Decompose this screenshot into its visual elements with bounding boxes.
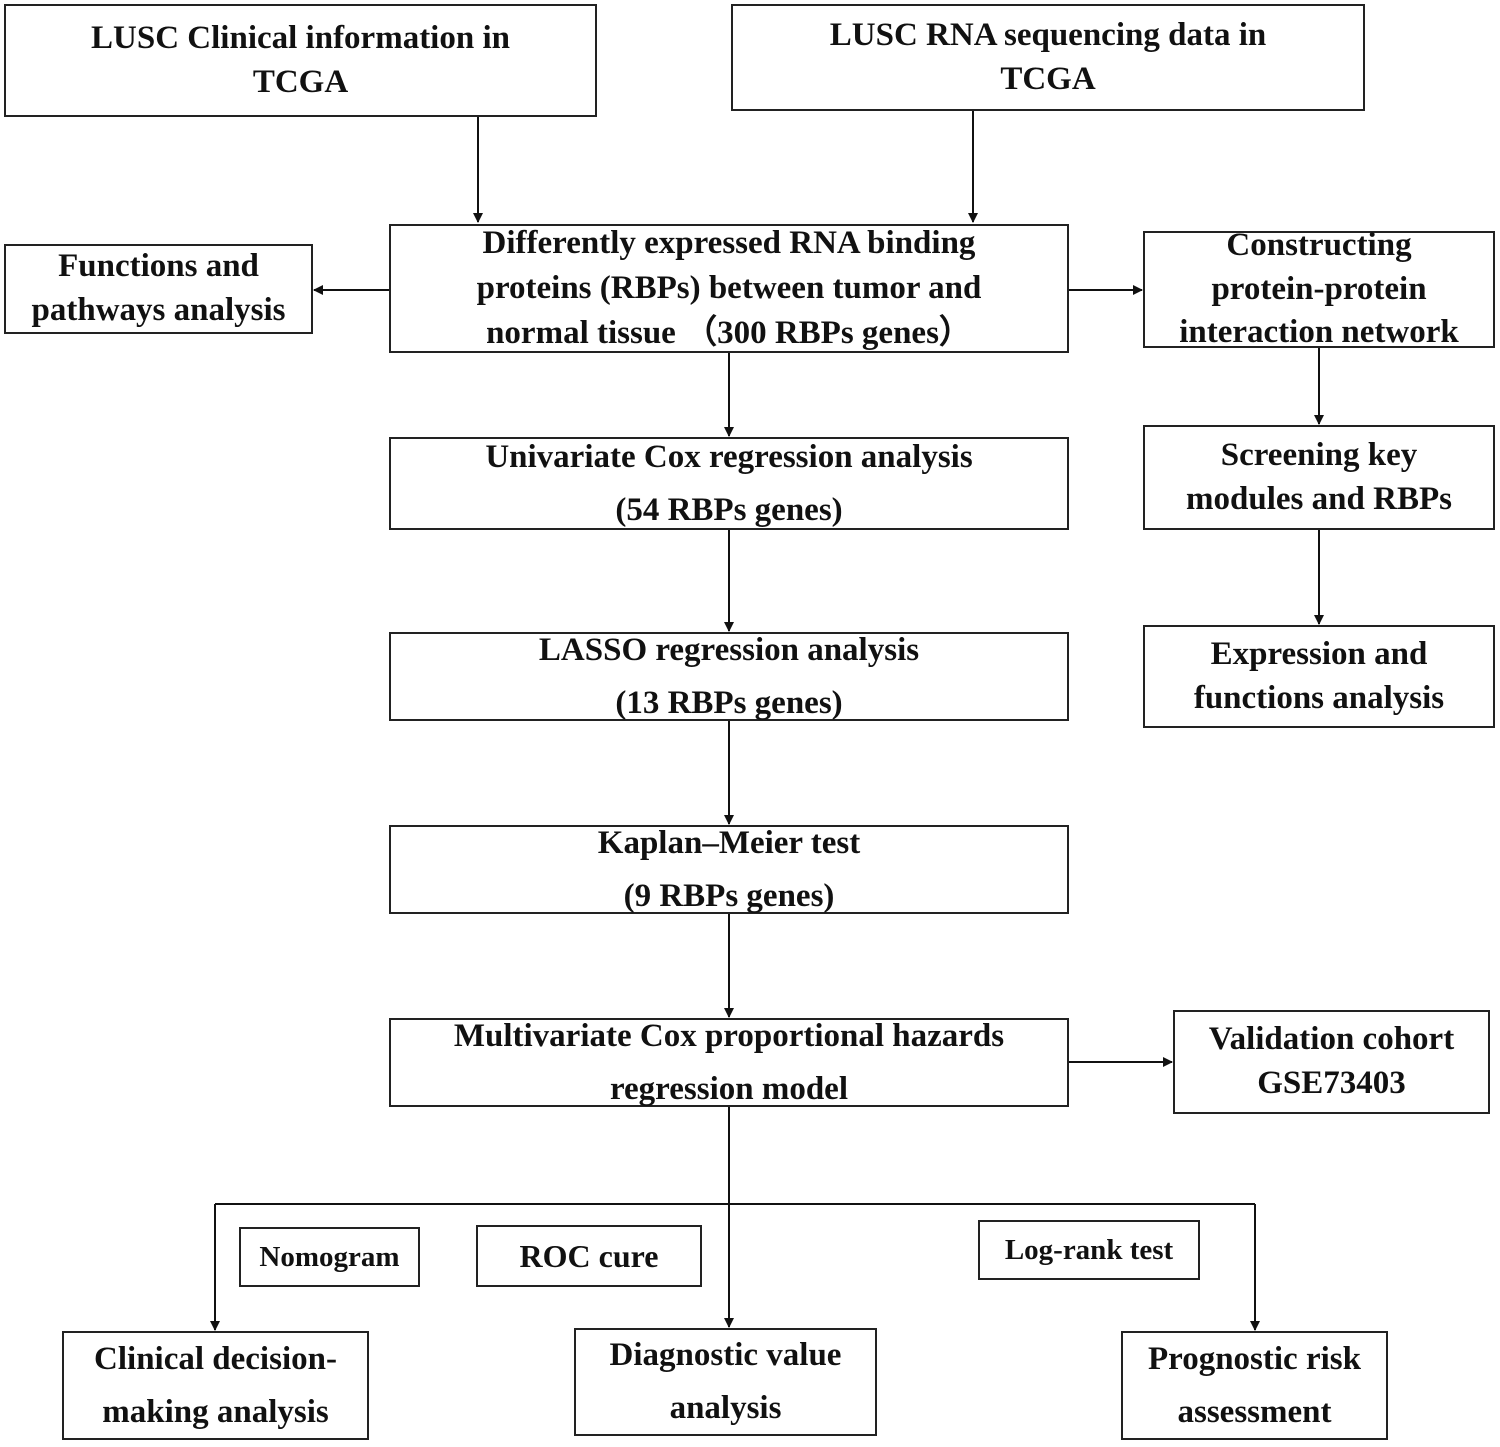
lusc-rnaseq-box: LUSC RNA sequencing data in TCGA [731,4,1365,111]
validation-cohort-box: Validation cohort GSE73403 [1173,1010,1490,1114]
kaplan-meier-box: Kaplan–Meier test (9 RBPs genes) [389,825,1069,914]
univariate-cox-box: Univariate Cox regression analysis (54 R… [389,437,1069,530]
screening-modules-box: Screening key modules and RBPs [1143,425,1495,530]
lasso-regression-box: LASSO regression analysis (13 RBPs genes… [389,632,1069,721]
multivariate-cox-box: Multivariate Cox proportional hazards re… [389,1018,1069,1107]
ppi-network-box: Constructing protein-protein interaction… [1143,227,1495,350]
lusc-clinical-box: LUSC Clinical information in TCGA [4,4,597,117]
functions-pathways-box: Functions and pathways analysis [4,244,313,334]
expression-functions-box: Expression and functions analysis [1143,625,1495,728]
prognostic-risk-box: Prognostic risk assessment [1121,1331,1388,1440]
roc-label-box: ROC cure [476,1225,702,1287]
nomogram-label-box: Nomogram [239,1227,420,1287]
diagnostic-value-box: Diagnostic value analysis [574,1328,877,1436]
log-rank-label-box: Log-rank test [978,1220,1200,1280]
differential-rbps-box: Differently expressed RNA binding protei… [389,224,1069,353]
clinical-decision-box: Clinical decision- making analysis [62,1331,369,1440]
